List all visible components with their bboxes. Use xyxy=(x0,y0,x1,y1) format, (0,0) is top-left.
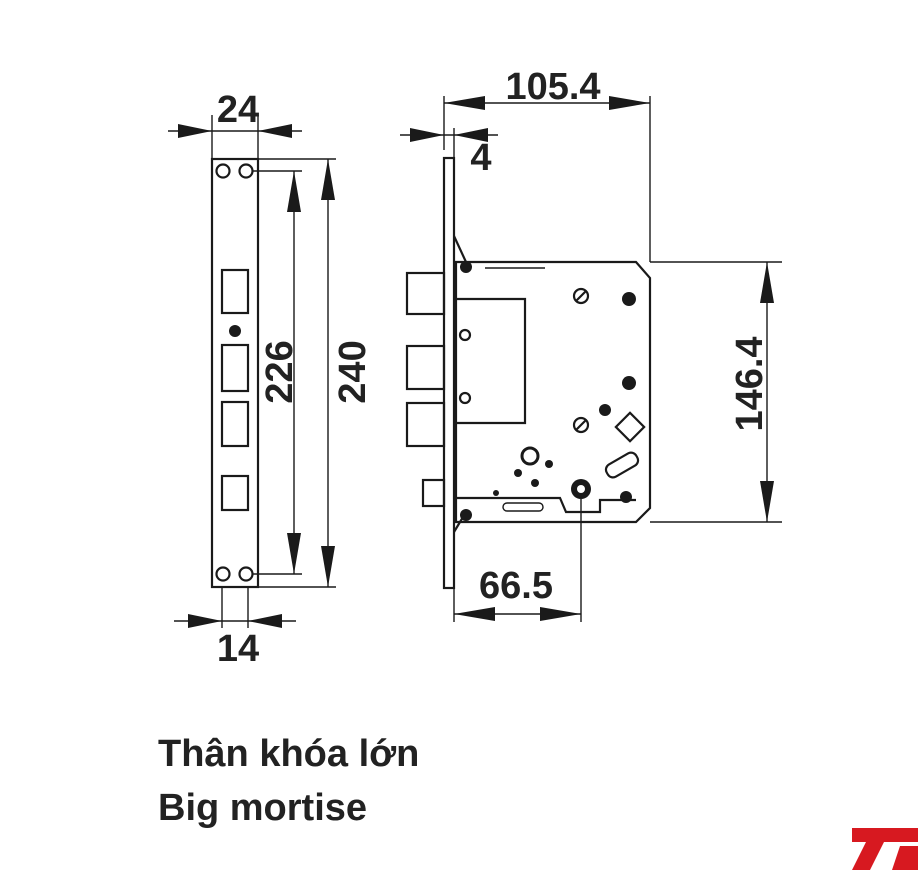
follower-square xyxy=(614,411,646,443)
faceplate-outline xyxy=(210,157,260,589)
bolt-carrier xyxy=(456,297,527,425)
dimension-body-depth: 105.4 xyxy=(443,66,651,262)
screw-hole xyxy=(215,163,231,179)
dimension-body-height: 146.4 xyxy=(650,261,782,523)
trigger-dot xyxy=(229,325,241,337)
screw-hole xyxy=(215,566,231,582)
dimension-label-66-5: 66.5 xyxy=(479,565,553,607)
lock-body-outline xyxy=(454,260,652,524)
slot xyxy=(604,451,640,479)
auxiliary-bolt xyxy=(421,478,446,508)
dimension-backset: 66.5 xyxy=(453,499,582,622)
deadbolt-cutout xyxy=(220,474,250,512)
latch-cutout xyxy=(220,268,250,315)
dimension-label-240: 240 xyxy=(332,340,374,403)
dimension-label-24: 24 xyxy=(217,89,259,131)
cylinder-cam-slot xyxy=(456,496,636,514)
dimension-inner-width: 14 xyxy=(174,587,296,670)
dimension-label-226: 226 xyxy=(259,340,301,403)
screw-hole xyxy=(238,566,254,582)
deadbolt xyxy=(405,401,446,448)
mounting-tab xyxy=(453,235,467,263)
lock-body-side-view xyxy=(405,156,652,590)
bolt-cutout xyxy=(220,343,250,393)
dimension-label-105-4: 105.4 xyxy=(505,66,600,108)
faceplate-front-view xyxy=(210,157,260,589)
faceplate-side xyxy=(442,156,456,590)
dimension-faceplate-width: 24 xyxy=(168,89,302,159)
brand-logo xyxy=(852,828,918,870)
bolt-cutout xyxy=(220,400,250,448)
latch-bolt xyxy=(405,271,446,316)
dimension-label-146-4: 146.4 xyxy=(729,336,771,431)
dimension-faceplate-length: 240 xyxy=(258,158,374,588)
caption-vietnamese: Thân khóa lớn xyxy=(158,733,420,775)
caption-english: Big mortise xyxy=(158,787,368,829)
deadbolt xyxy=(405,344,446,391)
screw-hole xyxy=(238,163,254,179)
dimension-label-4: 4 xyxy=(470,137,491,179)
dimension-label-14: 14 xyxy=(217,628,259,670)
dimension-faceplate-thickness: 4 xyxy=(400,128,498,179)
dimension-screw-spacing: 226 xyxy=(252,170,302,575)
